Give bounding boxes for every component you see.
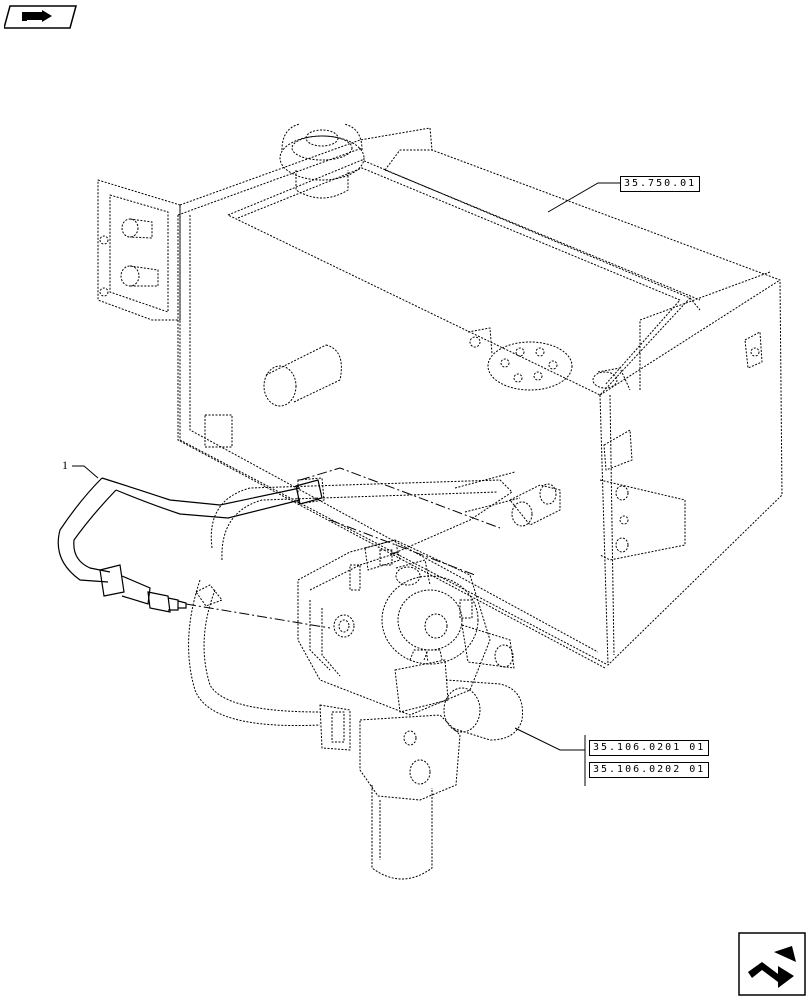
reference-pump-b[interactable]: 35.106.0202 01 bbox=[589, 762, 710, 778]
return-hose bbox=[210, 471, 521, 561]
hydraulic-tank bbox=[97, 123, 783, 669]
assembly-centerlines bbox=[185, 467, 501, 629]
hose-item-1[interactable] bbox=[57, 477, 323, 613]
reference-tank[interactable]: 35.750.01 bbox=[620, 176, 701, 192]
callout-item-1: 1 bbox=[62, 458, 68, 472]
next-page-arrow-icon[interactable] bbox=[738, 932, 806, 996]
leader-lines bbox=[72, 182, 620, 786]
book-nav-icon[interactable] bbox=[3, 4, 78, 30]
reference-pump-a[interactable]: 35.106.0201 01 bbox=[589, 740, 710, 756]
suction-line bbox=[188, 579, 351, 751]
hydraulic-pump bbox=[297, 539, 524, 880]
tank-fitting bbox=[509, 483, 561, 527]
